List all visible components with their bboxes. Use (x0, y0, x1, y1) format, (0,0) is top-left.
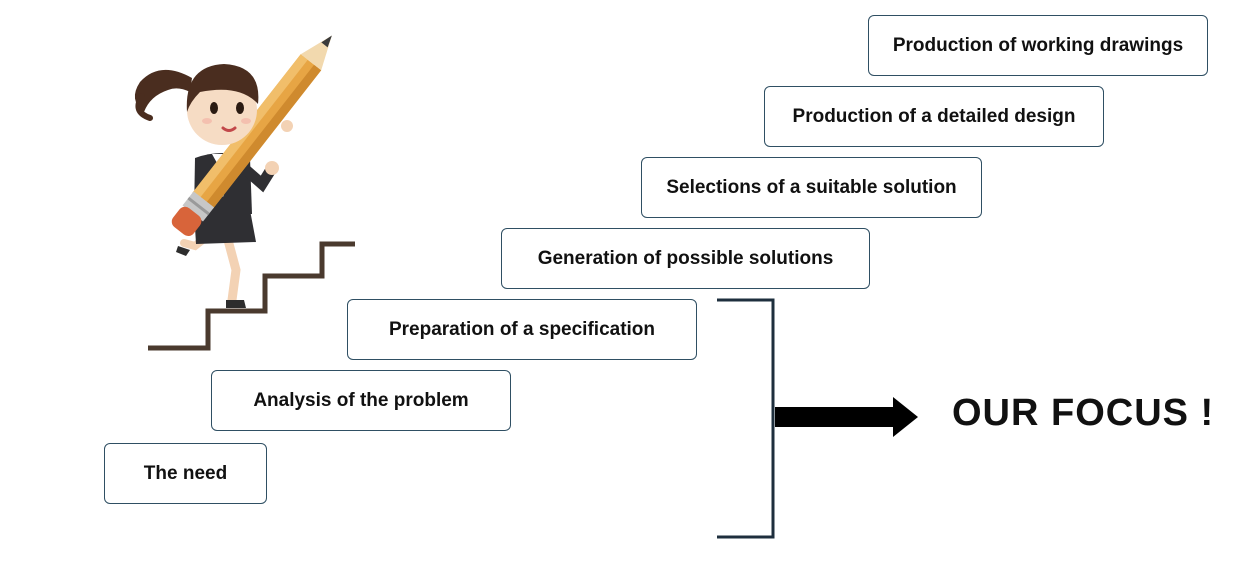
our-focus-label: OUR FOCUS ! (952, 392, 1215, 434)
step-generation-of-possible-solutions: Generation of possible solutions (501, 228, 870, 289)
step-selections-of-a-suitable-solution: Selections of a suitable solution (641, 157, 982, 218)
focus-bracket (717, 298, 775, 539)
step-the-need: The need (104, 443, 267, 504)
arrow-right-icon (775, 397, 918, 437)
staircase-graphic (148, 241, 355, 351)
step-preparation-of-a-specification: Preparation of a specification (347, 299, 697, 360)
step-production-of-a-detailed-design: Production of a detailed design (764, 86, 1104, 147)
girl-with-pencil-icon (134, 35, 332, 308)
step-production-of-working-drawings: Production of working drawings (868, 15, 1208, 76)
step-analysis-of-the-problem: Analysis of the problem (211, 370, 511, 431)
